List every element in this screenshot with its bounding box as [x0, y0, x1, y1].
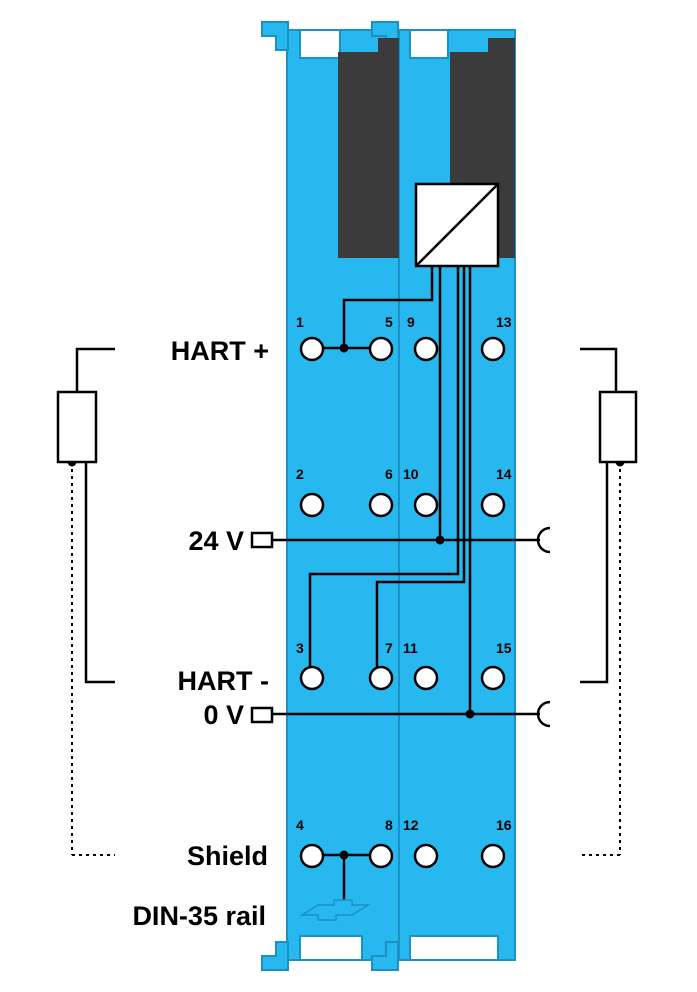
resistor-sensor-icon — [56, 347, 115, 856]
terminal-8 — [368, 843, 394, 869]
terminal-5 — [368, 336, 394, 362]
top-latches — [261, 21, 449, 59]
terminal-number: 4 — [296, 817, 304, 833]
terminal-9 — [413, 336, 439, 362]
terminal-12 — [413, 843, 439, 869]
terminal-7 — [368, 665, 394, 691]
terminal-number: 3 — [296, 640, 304, 656]
terminal-points — [299, 336, 506, 869]
terminal-number: 2 — [296, 466, 304, 482]
terminal-3 — [299, 665, 325, 691]
terminal-number: 15 — [496, 640, 512, 656]
terminal-13 — [480, 336, 506, 362]
terminal-10 — [413, 492, 439, 518]
label-hart-minus: HART - — [178, 666, 269, 696]
label-0v: 0 V — [203, 700, 244, 730]
terminal-number: 7 — [385, 640, 393, 656]
terminal-number: 14 — [496, 466, 512, 482]
terminal-number: 5 — [385, 314, 393, 330]
terminal-numbers: 1 5 9 13 2 6 10 14 3 7 11 15 4 8 12 16 — [296, 314, 512, 833]
label-hart-plus: HART + — [171, 336, 269, 366]
terminal-1 — [299, 336, 325, 362]
terminal-2 — [299, 492, 325, 518]
terminal-number: 12 — [403, 817, 419, 833]
label-shield: Shield — [187, 841, 268, 871]
bottom-latches — [261, 935, 499, 971]
terminal-number: 11 — [403, 640, 418, 656]
resistor-sensor-icon — [580, 347, 638, 856]
terminal-number: 10 — [403, 466, 419, 482]
terminal-number: 8 — [385, 817, 393, 833]
terminal-11 — [413, 665, 439, 691]
dc-dc-converter-icon — [414, 182, 500, 268]
terminal-15 — [480, 665, 506, 691]
supply-lines — [250, 526, 551, 728]
label-24v: 24 V — [188, 526, 244, 556]
terminal-number: 9 — [407, 314, 415, 330]
terminal-number: 1 — [296, 314, 304, 330]
terminal-16 — [480, 843, 506, 869]
terminal-6 — [368, 492, 394, 518]
terminal-number: 16 — [496, 817, 512, 833]
terminal-14 — [480, 492, 506, 518]
terminal-number: 13 — [496, 314, 512, 330]
din-rail-icon — [299, 899, 371, 921]
terminal-4 — [299, 843, 325, 869]
label-din-rail: DIN-35 rail — [132, 901, 266, 931]
terminal-number: 6 — [385, 466, 393, 482]
